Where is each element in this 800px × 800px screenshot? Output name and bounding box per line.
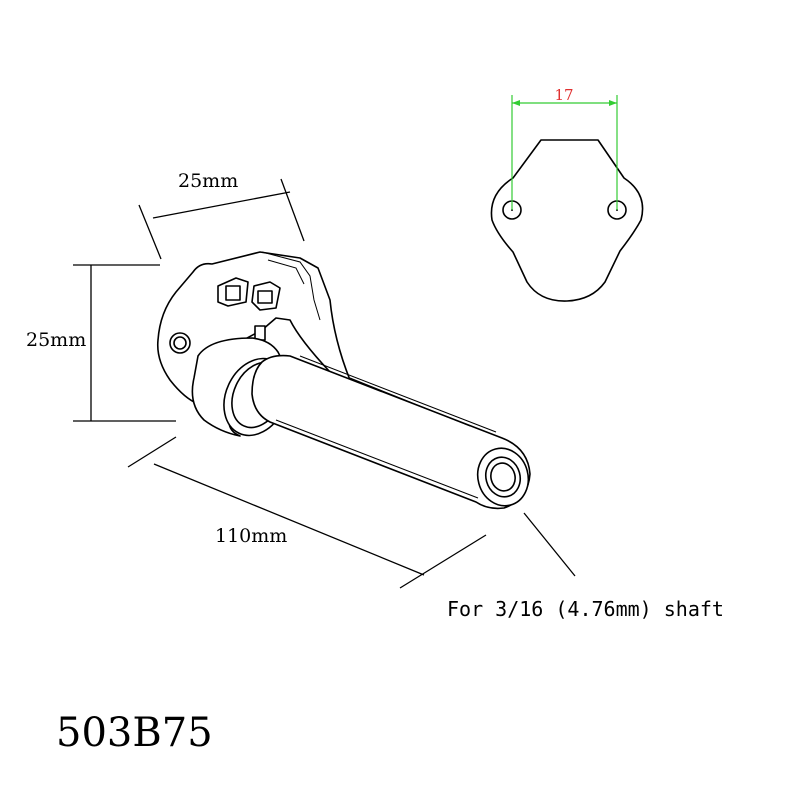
length-extension-right [399,534,487,589]
hole-spacing-label: 17 [554,86,573,104]
part-number: 503B75 [56,710,213,756]
hole-spacing-arrow-left [512,100,520,106]
top-width-dimension-line [152,191,291,219]
top-width-dimension: 25mm [138,170,305,260]
throttle-assembly [156,251,531,510]
flange-edge-inner [267,259,305,285]
mounting-plate-outline [490,139,644,302]
top-width-extension-left [138,204,162,260]
length-label: 110mm [215,525,287,547]
height-dimension: 25mm [26,264,176,422]
grip-tube [251,354,531,510]
grip-tube-highlight-mid [349,377,471,427]
grip-tube-edge-bottom [275,419,479,499]
length-dimension: 110mm [127,436,487,589]
top-width-label: 25mm [178,170,238,192]
shaft-leader-line [523,512,576,577]
shaft-note: For 3/16 (4.76mm) shaft [447,597,724,621]
grip-end-bore-inner [490,462,516,492]
flange-edge [261,251,321,321]
length-extension-left [127,436,177,468]
cable-window-right-inner [257,290,273,304]
length-dimension-line [153,463,425,576]
top-width-extension-right [280,178,305,242]
mounting-plate-detail: 17 [490,86,644,302]
height-label: 25mm [26,329,86,351]
hole-spacing-arrow-right [609,100,617,106]
cable-window-left-inner [225,285,241,301]
flange-hole-inner [173,336,187,350]
grip-tube-highlight-top [299,355,497,433]
